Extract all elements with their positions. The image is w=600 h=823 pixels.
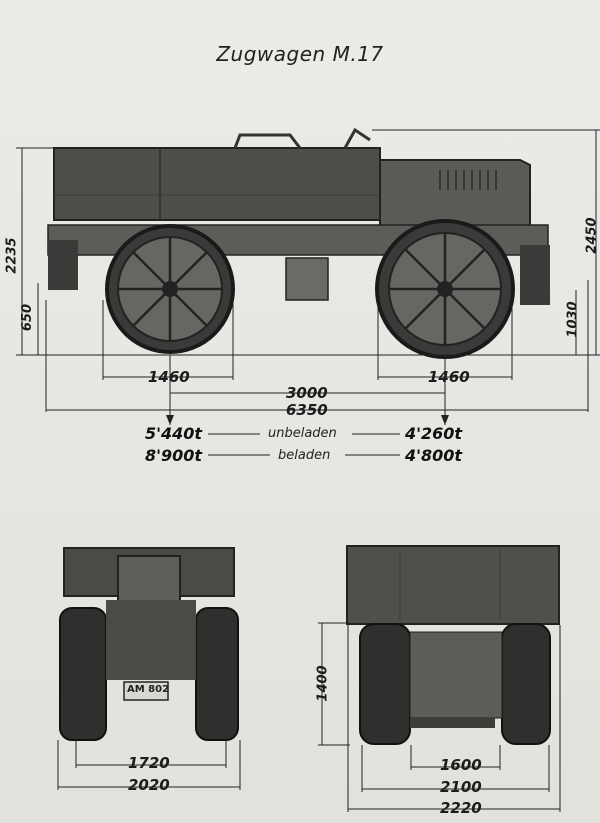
page-title: Zugwagen M.17 — [216, 42, 384, 66]
license-plate: AM 802 — [127, 684, 170, 695]
weight-unloaded-left: 5'440t — [145, 424, 203, 443]
weight-unloaded-label: unbeladen — [268, 426, 337, 441]
dim-length: 6350 — [286, 401, 328, 419]
dim-wheel-left: 1460 — [148, 368, 190, 386]
cargo-box — [53, 147, 381, 221]
dim-front-track: 1720 — [128, 754, 170, 772]
dim-rear-track: 2100 — [440, 778, 482, 796]
dim-wheel-right: 1460 — [428, 368, 470, 386]
dim-rear-track-inner: 1600 — [440, 756, 482, 774]
dim-wheelbase: 3000 — [286, 384, 328, 402]
weight-loaded-label: beladen — [278, 448, 331, 463]
dim-front-width: 2020 — [128, 776, 170, 794]
weight-loaded-left: 8'900t — [145, 446, 203, 465]
dim-rear-height: 1400 — [315, 665, 331, 702]
rear-wheel — [105, 224, 235, 354]
front-wheel — [375, 219, 515, 359]
dim-rear-width: 2220 — [440, 799, 482, 817]
weight-unloaded-right: 4'260t — [405, 424, 463, 443]
weight-loaded-right: 4'800t — [405, 446, 463, 465]
